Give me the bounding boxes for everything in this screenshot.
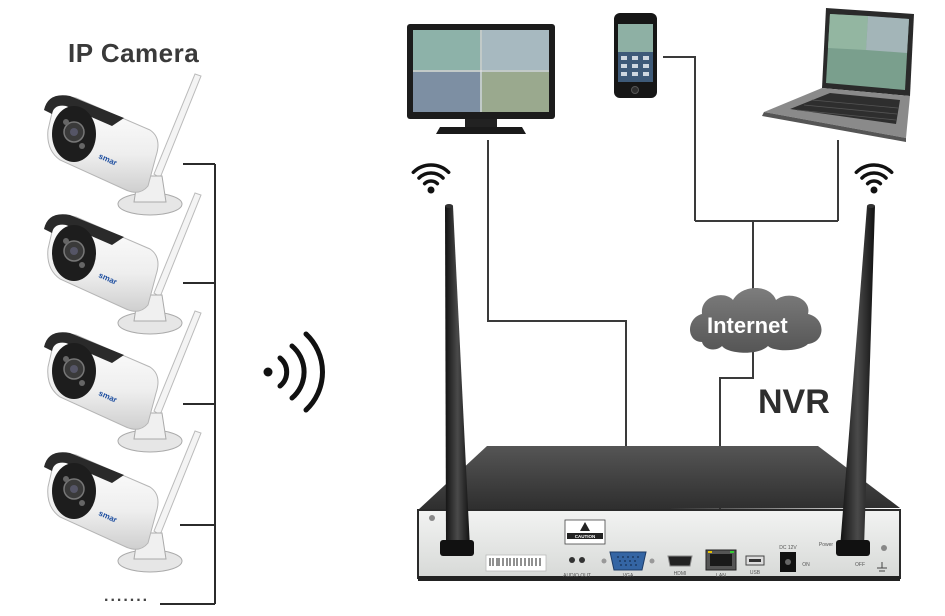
camera-ir-led — [63, 119, 69, 125]
ground-icon — [877, 562, 887, 572]
ip-camera-icon: smar — [44, 73, 202, 216]
more-cameras-indicator: ....... — [104, 588, 150, 605]
camera-lens-glass — [70, 365, 78, 373]
camera-ir-led — [63, 476, 69, 482]
camera-ir-led — [79, 500, 85, 506]
on-label: ON — [802, 562, 810, 568]
ip-camera-icon: smar — [44, 310, 202, 453]
nvr-device: CAUTION — [417, 446, 901, 581]
laptop-icon — [762, 8, 914, 142]
smartphone-icon — [614, 13, 657, 98]
caution-sticker: CAUTION — [564, 519, 606, 545]
lan-label: LAN — [716, 573, 726, 579]
monitor-icon — [407, 24, 555, 134]
left-antenna — [440, 204, 474, 556]
camera-lens-glass — [70, 128, 78, 136]
right-antenna-wifi-icon — [854, 163, 894, 194]
right-antenna — [836, 204, 875, 556]
hdmi-label: HDMI — [674, 571, 687, 577]
camera-lens-glass — [70, 247, 78, 255]
vga-label: VGA — [623, 573, 634, 579]
camera-section-title: IP Camera — [68, 38, 200, 68]
internet-cloud-icon — [690, 288, 822, 353]
nvr-title: NVR — [758, 383, 830, 421]
usb-port — [745, 555, 765, 566]
internet-label: Internet — [707, 313, 788, 338]
dc-power-port — [780, 552, 796, 572]
audio-out-label: AUDIO OUT — [563, 573, 591, 579]
vga-port — [601, 551, 655, 571]
camera-ir-led — [79, 380, 85, 386]
usb-label: USB — [750, 570, 761, 576]
lan-port — [705, 549, 737, 571]
camera-lens-glass — [70, 485, 78, 493]
camera-bus-lines — [160, 163, 216, 605]
wifi-signal-icon — [263, 331, 325, 413]
power-label: Power — [819, 542, 834, 548]
caution-text: CAUTION — [575, 534, 596, 539]
left-antenna-wifi-icon — [411, 163, 451, 194]
ip-camera-icon: smar — [44, 430, 202, 573]
dc-label: DC 12V — [779, 545, 797, 551]
camera-antenna — [153, 73, 202, 179]
camera-ir-led — [79, 143, 85, 149]
audio-port — [569, 557, 585, 563]
camera-ir-led — [63, 238, 69, 244]
hdmi-port — [667, 555, 693, 567]
barcode-sticker — [485, 554, 547, 572]
off-label: OFF — [855, 562, 865, 568]
ip-camera-icon: smar — [44, 192, 202, 335]
camera-ir-led — [79, 262, 85, 268]
camera-ir-led — [63, 356, 69, 362]
